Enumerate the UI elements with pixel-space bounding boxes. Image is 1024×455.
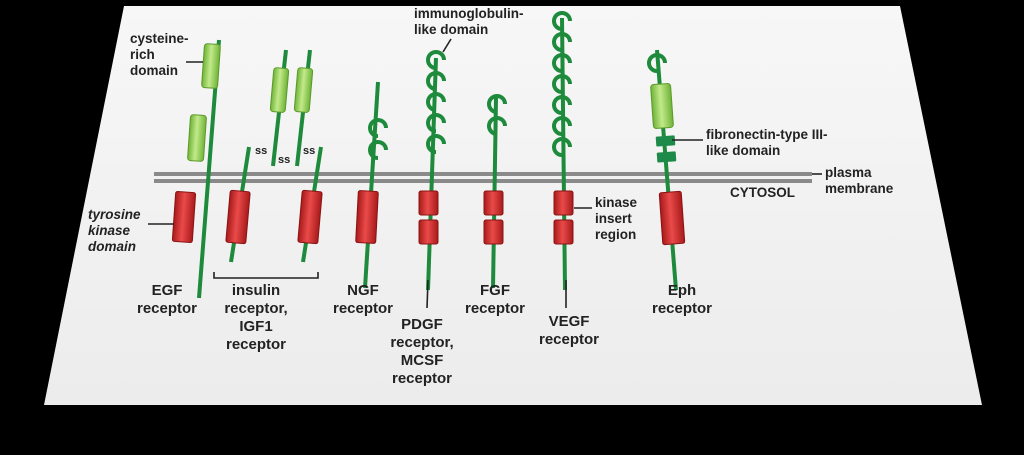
- label-tyrosine-kinase-domain: tyrosine kinase domain: [88, 207, 141, 255]
- ngf-receptor: [355, 81, 380, 289]
- label-cytosol: CYTOSOL: [730, 185, 796, 200]
- ig-loop: [552, 137, 572, 157]
- label-fgf-receptor: FGF receptor: [450, 282, 540, 318]
- ig-loop: [426, 92, 446, 112]
- fibronectin-label-text: fibronectin-type III- like domain: [706, 127, 828, 158]
- pdgf-receptor-name: PDGF receptor, MCSF receptor: [390, 316, 454, 387]
- insulin-receptor: [225, 49, 323, 263]
- immunoglobulin-label-text: immunoglobulin- like domain: [414, 6, 524, 37]
- disulfide-label: ss: [255, 145, 268, 157]
- label-pdgf-receptor: PDGF receptor, MCSF receptor: [372, 316, 472, 388]
- ig-loop: [368, 118, 388, 138]
- label-egf-receptor: EGF receptor: [122, 282, 212, 318]
- eph-receptor-name: Eph receptor: [651, 282, 713, 317]
- ig-loop: [552, 53, 572, 73]
- disulfide-label: ss: [303, 145, 316, 157]
- ig-loop: [368, 140, 388, 160]
- disulfide-label: ss: [278, 154, 291, 166]
- insulin-receptor-name: insulin receptor, IGF1 receptor: [224, 282, 288, 353]
- label-vegf-receptor: VEGF receptor: [524, 313, 614, 349]
- ig-loop: [426, 113, 446, 133]
- fgf-receptor-name: FGF receptor: [464, 282, 526, 317]
- label-eph-receptor: Eph receptor: [637, 282, 727, 318]
- label-plasma-membrane: plasma membrane: [825, 165, 893, 197]
- egf-receptor-name: EGF receptor: [136, 282, 198, 317]
- cysteine-label-text: cysteine- rich domain: [130, 31, 189, 78]
- tyrosine-label-text: tyrosine kinase domain: [88, 207, 141, 254]
- vegf-receptor: [553, 17, 574, 291]
- ig-loop: [426, 134, 446, 154]
- label-insulin-receptor: insulin receptor, IGF1 receptor: [206, 282, 306, 354]
- plasma-label-text: plasma membrane: [825, 165, 894, 196]
- label-cysteine-rich-domain: cysteine- rich domain: [130, 31, 189, 79]
- ig-loop: [552, 74, 572, 94]
- kinase-insert-label-text: kinase insert region: [595, 195, 638, 242]
- ig-loop: [552, 11, 572, 31]
- immunoglobulin-loops: [368, 11, 667, 160]
- ig-loop: [426, 50, 446, 70]
- label-kinase-insert-region: kinase insert region: [595, 195, 637, 243]
- pointer-lines: [148, 38, 822, 309]
- eph-receptor: [650, 49, 686, 291]
- ig-loop: [552, 116, 572, 136]
- label-immunoglobulin-like-domain: immunoglobulin- like domain: [414, 6, 523, 38]
- ig-loop: [487, 94, 507, 114]
- pdgf-receptor: [418, 57, 439, 291]
- label-fibronectin-domain: fibronectin-type III- like domain: [706, 127, 828, 159]
- fgf-receptor: [483, 97, 504, 289]
- ig-loop: [552, 95, 572, 115]
- vegf-receptor-name: VEGF receptor: [538, 313, 600, 348]
- ig-loop: [487, 116, 507, 136]
- plasma-membrane: [154, 172, 812, 183]
- ngf-receptor-name: NGF receptor: [332, 282, 394, 317]
- ig-loop: [426, 71, 446, 91]
- ig-loop: [552, 32, 572, 52]
- label-ngf-receptor: NGF receptor: [318, 282, 408, 318]
- egf-receptor: [171, 39, 221, 299]
- ig-loop: [647, 53, 667, 73]
